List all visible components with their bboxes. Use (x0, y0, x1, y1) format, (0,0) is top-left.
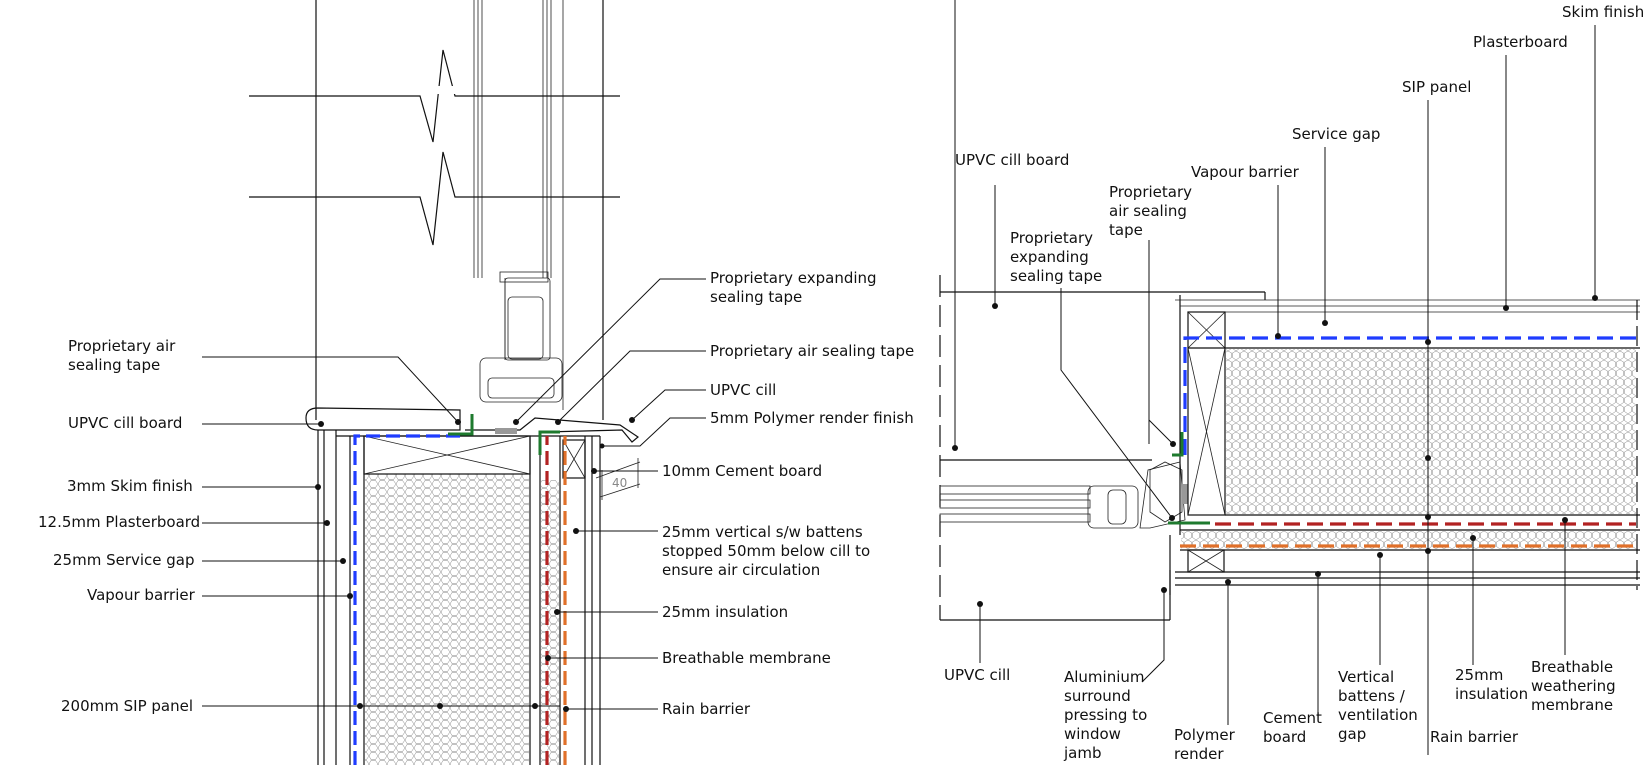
svg-text:Breathable: Breathable (1531, 658, 1613, 676)
r-label-vapour: Vapour barrier (1191, 163, 1300, 181)
r-label-air-tape-2: air sealing (1109, 202, 1187, 220)
label-battens-2: stopped 50mm below cill to (662, 542, 870, 560)
svg-text:tape: tape (1109, 221, 1143, 239)
label-air-tape-right: Proprietary air sealing tape (710, 342, 914, 360)
air-tape-right-line (538, 430, 560, 455)
svg-text:board: board (1263, 728, 1306, 746)
r-label-battens-4: gap (1338, 725, 1366, 743)
r-label-expanding-1: Proprietary (1010, 229, 1093, 247)
dimension-40: 40 (612, 476, 627, 490)
svg-text:weathering: weathering (1531, 677, 1616, 695)
label-battens-3: ensure air circulation (662, 561, 820, 579)
label-air-tape-left-1: Proprietary air (68, 337, 176, 355)
label-rain-barrier: Rain barrier (662, 700, 751, 718)
r-label-cement-1: Cement (1263, 709, 1322, 727)
svg-text:Proprietary: Proprietary (1010, 229, 1093, 247)
r-label-expanding-3: sealing tape (1010, 267, 1102, 285)
svg-text:pressing to: pressing to (1064, 706, 1147, 724)
vapour-barrier-plan-line (1183, 336, 1636, 455)
label-expanding-2: sealing tape (710, 288, 802, 306)
svg-text:sealing tape: sealing tape (68, 356, 160, 374)
label-skim: 3mm Skim finish (67, 477, 193, 495)
r-label-breathable-1: Breathable (1531, 658, 1613, 676)
svg-text:Proprietary air: Proprietary air (68, 337, 176, 355)
label-sip: 200mm SIP panel (61, 697, 193, 715)
r-label-rain-barrier: Rain barrier (1430, 728, 1519, 746)
air-tape-plan-line (1172, 432, 1184, 457)
r-label-expanding-2: expanding (1010, 248, 1089, 266)
svg-text:jamb: jamb (1063, 744, 1102, 762)
svg-text:gap: gap (1338, 725, 1366, 743)
r-label-breathable-2: weathering (1531, 677, 1616, 695)
svg-text:sealing tape: sealing tape (1010, 267, 1102, 285)
svg-text:expanding: expanding (1010, 248, 1089, 266)
r-label-insulation-2: insulation (1455, 685, 1528, 703)
r-label-cill-board: UPVC cill board (955, 151, 1069, 169)
label-render: 5mm Polymer render finish (710, 409, 914, 427)
r-label-air-tape-1: Proprietary (1109, 183, 1192, 201)
r-label-aluminium-3: pressing to (1064, 706, 1147, 724)
r-label-aluminium-5: jamb (1063, 744, 1102, 762)
svg-text:render: render (1174, 745, 1224, 763)
svg-text:25mm: 25mm (1455, 666, 1503, 684)
membranes-plan (1168, 336, 1636, 548)
svg-text:Polymer: Polymer (1174, 726, 1236, 744)
label-insulation: 25mm insulation (662, 603, 788, 621)
label-breathable: Breathable membrane (662, 649, 831, 667)
r-label-battens-3: ventilation (1338, 706, 1418, 724)
left-labels-west: Proprietary air sealing tape UPVC cill b… (38, 337, 560, 715)
right-labels: Skim finish Plasterboard SIP panel Servi… (944, 3, 1644, 763)
r-label-breathable-3: membrane (1531, 696, 1613, 714)
r-label-aluminium-2: surround (1064, 687, 1131, 705)
svg-text:membrane: membrane (1531, 696, 1613, 714)
label-service-gap: 25mm Service gap (53, 551, 195, 569)
label-vapour: Vapour barrier (87, 586, 196, 604)
membranes (353, 414, 567, 765)
right-section: Skim finish Plasterboard SIP panel Servi… (939, 0, 1644, 763)
svg-text:Vertical: Vertical (1338, 668, 1394, 686)
wall-layers: 40 (317, 430, 641, 765)
label-plasterboard: 12.5mm Plasterboard (38, 513, 200, 531)
r-label-polymer-2: render (1174, 745, 1224, 763)
r-label-cement-2: board (1263, 728, 1306, 746)
label-battens-1: 25mm vertical s/w battens (662, 523, 863, 541)
vapour-barrier-line (353, 434, 460, 765)
air-tape-left-line (448, 414, 474, 436)
r-label-air-tape-3: tape (1109, 221, 1143, 239)
r-label-aluminium-1: Aluminium (1064, 668, 1145, 686)
svg-text:window: window (1064, 725, 1121, 743)
svg-text:air sealing: air sealing (1109, 202, 1187, 220)
left-labels-east: Proprietary expanding sealing tape Propr… (513, 269, 914, 718)
r-label-battens-1: Vertical (1338, 668, 1394, 686)
r-label-upvc-cill: UPVC cill (944, 666, 1010, 684)
svg-text:insulation: insulation (1455, 685, 1528, 703)
wall-layers-plan (1175, 299, 1640, 590)
r-label-insulation-1: 25mm (1455, 666, 1503, 684)
svg-text:battens /: battens / (1338, 687, 1406, 705)
label-cill-board: UPVC cill board (68, 414, 182, 432)
r-label-plasterboard: Plasterboard (1473, 33, 1568, 51)
svg-text:Aluminium: Aluminium (1064, 668, 1145, 686)
label-air-tape-left-2: sealing tape (68, 356, 160, 374)
window-frame (315, 0, 604, 420)
svg-text:ventilation: ventilation (1338, 706, 1418, 724)
svg-text:surround: surround (1064, 687, 1131, 705)
label-cement-board: 10mm Cement board (662, 462, 822, 480)
r-label-skim: Skim finish (1562, 3, 1644, 21)
r-label-service-gap: Service gap (1292, 125, 1380, 143)
r-label-aluminium-4: window (1064, 725, 1121, 743)
break-lines (249, 49, 620, 246)
label-upvc-cill: UPVC cill (710, 381, 776, 399)
r-label-battens-2: battens / (1338, 687, 1406, 705)
svg-text:Cement: Cement (1263, 709, 1322, 727)
r-label-sip: SIP panel (1402, 78, 1471, 96)
r-label-polymer-1: Polymer (1174, 726, 1236, 744)
left-section: 40 Proprietary air sealing tape UPVC cil… (38, 0, 914, 765)
label-expanding-1: Proprietary expanding (710, 269, 877, 287)
svg-text:Proprietary: Proprietary (1109, 183, 1192, 201)
jamb-outline (939, 0, 1266, 621)
